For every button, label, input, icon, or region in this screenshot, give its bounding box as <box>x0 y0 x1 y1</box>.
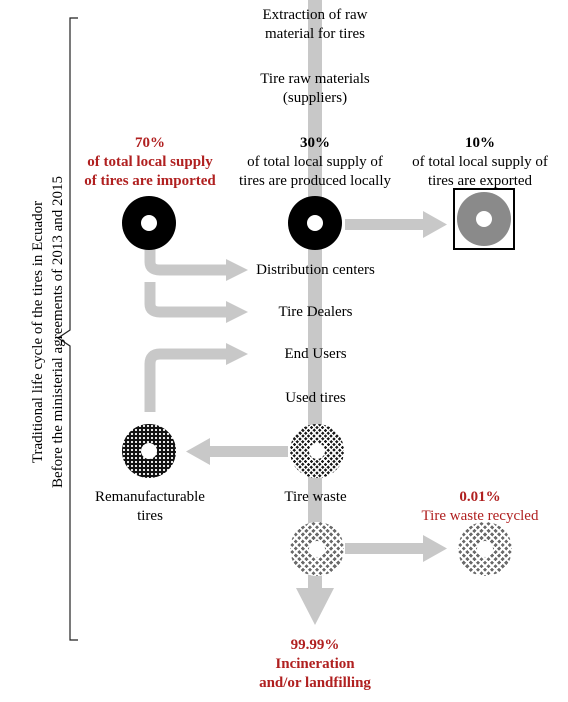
extraction-stage: Extraction of raw material for tires <box>225 6 405 44</box>
remanufacturable-tire-icon <box>122 424 176 478</box>
recycled-pct: 0.01% <box>459 489 501 505</box>
export-arrow-shaft <box>345 219 425 230</box>
extraction-line2: material for tires <box>265 26 365 42</box>
imported-tire-icon <box>122 196 176 250</box>
recycled-label: Tire waste recycled <box>421 508 539 524</box>
suppliers-line1: Tire raw materials <box>260 71 370 87</box>
distribution-centers-label: Distribution centers <box>256 262 375 278</box>
left-brace <box>56 17 78 641</box>
landfill-pct: 99.99% <box>290 637 340 653</box>
exported-tire-frame <box>453 188 515 250</box>
exported-line1: of total local supply of <box>412 154 548 170</box>
local-tire-icon <box>288 196 342 250</box>
imported-line1: of total local supply <box>87 154 213 170</box>
exported-pct: 10% <box>465 135 495 151</box>
imported-line2: of tires are imported <box>84 173 216 189</box>
import-to-distribution-head <box>226 259 248 281</box>
local-line1: of total local supply of <box>247 154 383 170</box>
remanufactured-to-end-users-arrow <box>144 348 228 412</box>
tire-waste-icon <box>290 522 344 576</box>
to-recycled-arrow-head <box>423 535 447 562</box>
end-users-label: End Users <box>284 346 347 362</box>
remanufacturable-line1: Remanufacturable <box>95 489 205 505</box>
local-pct: 30% <box>300 135 330 151</box>
recycled-tire-icon <box>458 522 512 576</box>
lifecycle-side-label: Traditional life cycle of the tires in E… <box>28 132 72 532</box>
exported-tire-icon <box>457 192 511 246</box>
side-label-line1: Traditional life cycle of the tires in E… <box>30 200 46 464</box>
export-arrow-head <box>423 211 447 238</box>
to-remanufacturable-arrow-head <box>186 438 210 465</box>
to-recycled-arrow-shaft <box>345 543 425 554</box>
import-to-dealers-head <box>226 301 248 323</box>
landfill-outcome: 99.99% Incineration and/or landfilling <box>225 636 405 693</box>
local-line2: tires are produced locally <box>238 173 391 189</box>
suppliers-line2: (suppliers) <box>282 90 348 106</box>
side-label-line2: Before the ministerial agreements of 201… <box>50 176 66 488</box>
landfill-line1: Incineration <box>275 656 355 672</box>
suppliers-stage: Tire raw materials (suppliers) <box>225 70 405 108</box>
to-remanufacturable-arrow-shaft <box>208 446 288 457</box>
import-to-distribution-arrow <box>144 248 228 276</box>
used-tire-icon <box>290 424 344 478</box>
remanufacturable-label: Remanufacturable tires <box>60 488 240 526</box>
exported-share: 10% of total local supply of tires are e… <box>395 134 565 191</box>
tire-dealers-label: Tire Dealers <box>278 304 353 320</box>
main-flow-arrow-head <box>296 588 334 625</box>
local-share: 30% of total local supply of tires are p… <box>225 134 405 191</box>
recycled-share: 0.01% Tire waste recycled <box>405 488 555 526</box>
remanufacturable-line2: tires <box>137 508 163 524</box>
import-to-dealers-arrow <box>144 282 228 318</box>
exported-line2: tires are exported <box>427 173 533 189</box>
extraction-line1: Extraction of raw <box>262 7 368 23</box>
used-tires-label: Used tires <box>285 390 346 406</box>
imported-pct: 70% <box>135 135 165 151</box>
imported-share: 70% of total local supply of tires are i… <box>60 134 240 191</box>
landfill-line2: and/or landfilling <box>259 675 371 691</box>
remanufactured-to-end-users-head <box>226 343 248 365</box>
tire-waste-label: Tire waste <box>284 489 347 505</box>
